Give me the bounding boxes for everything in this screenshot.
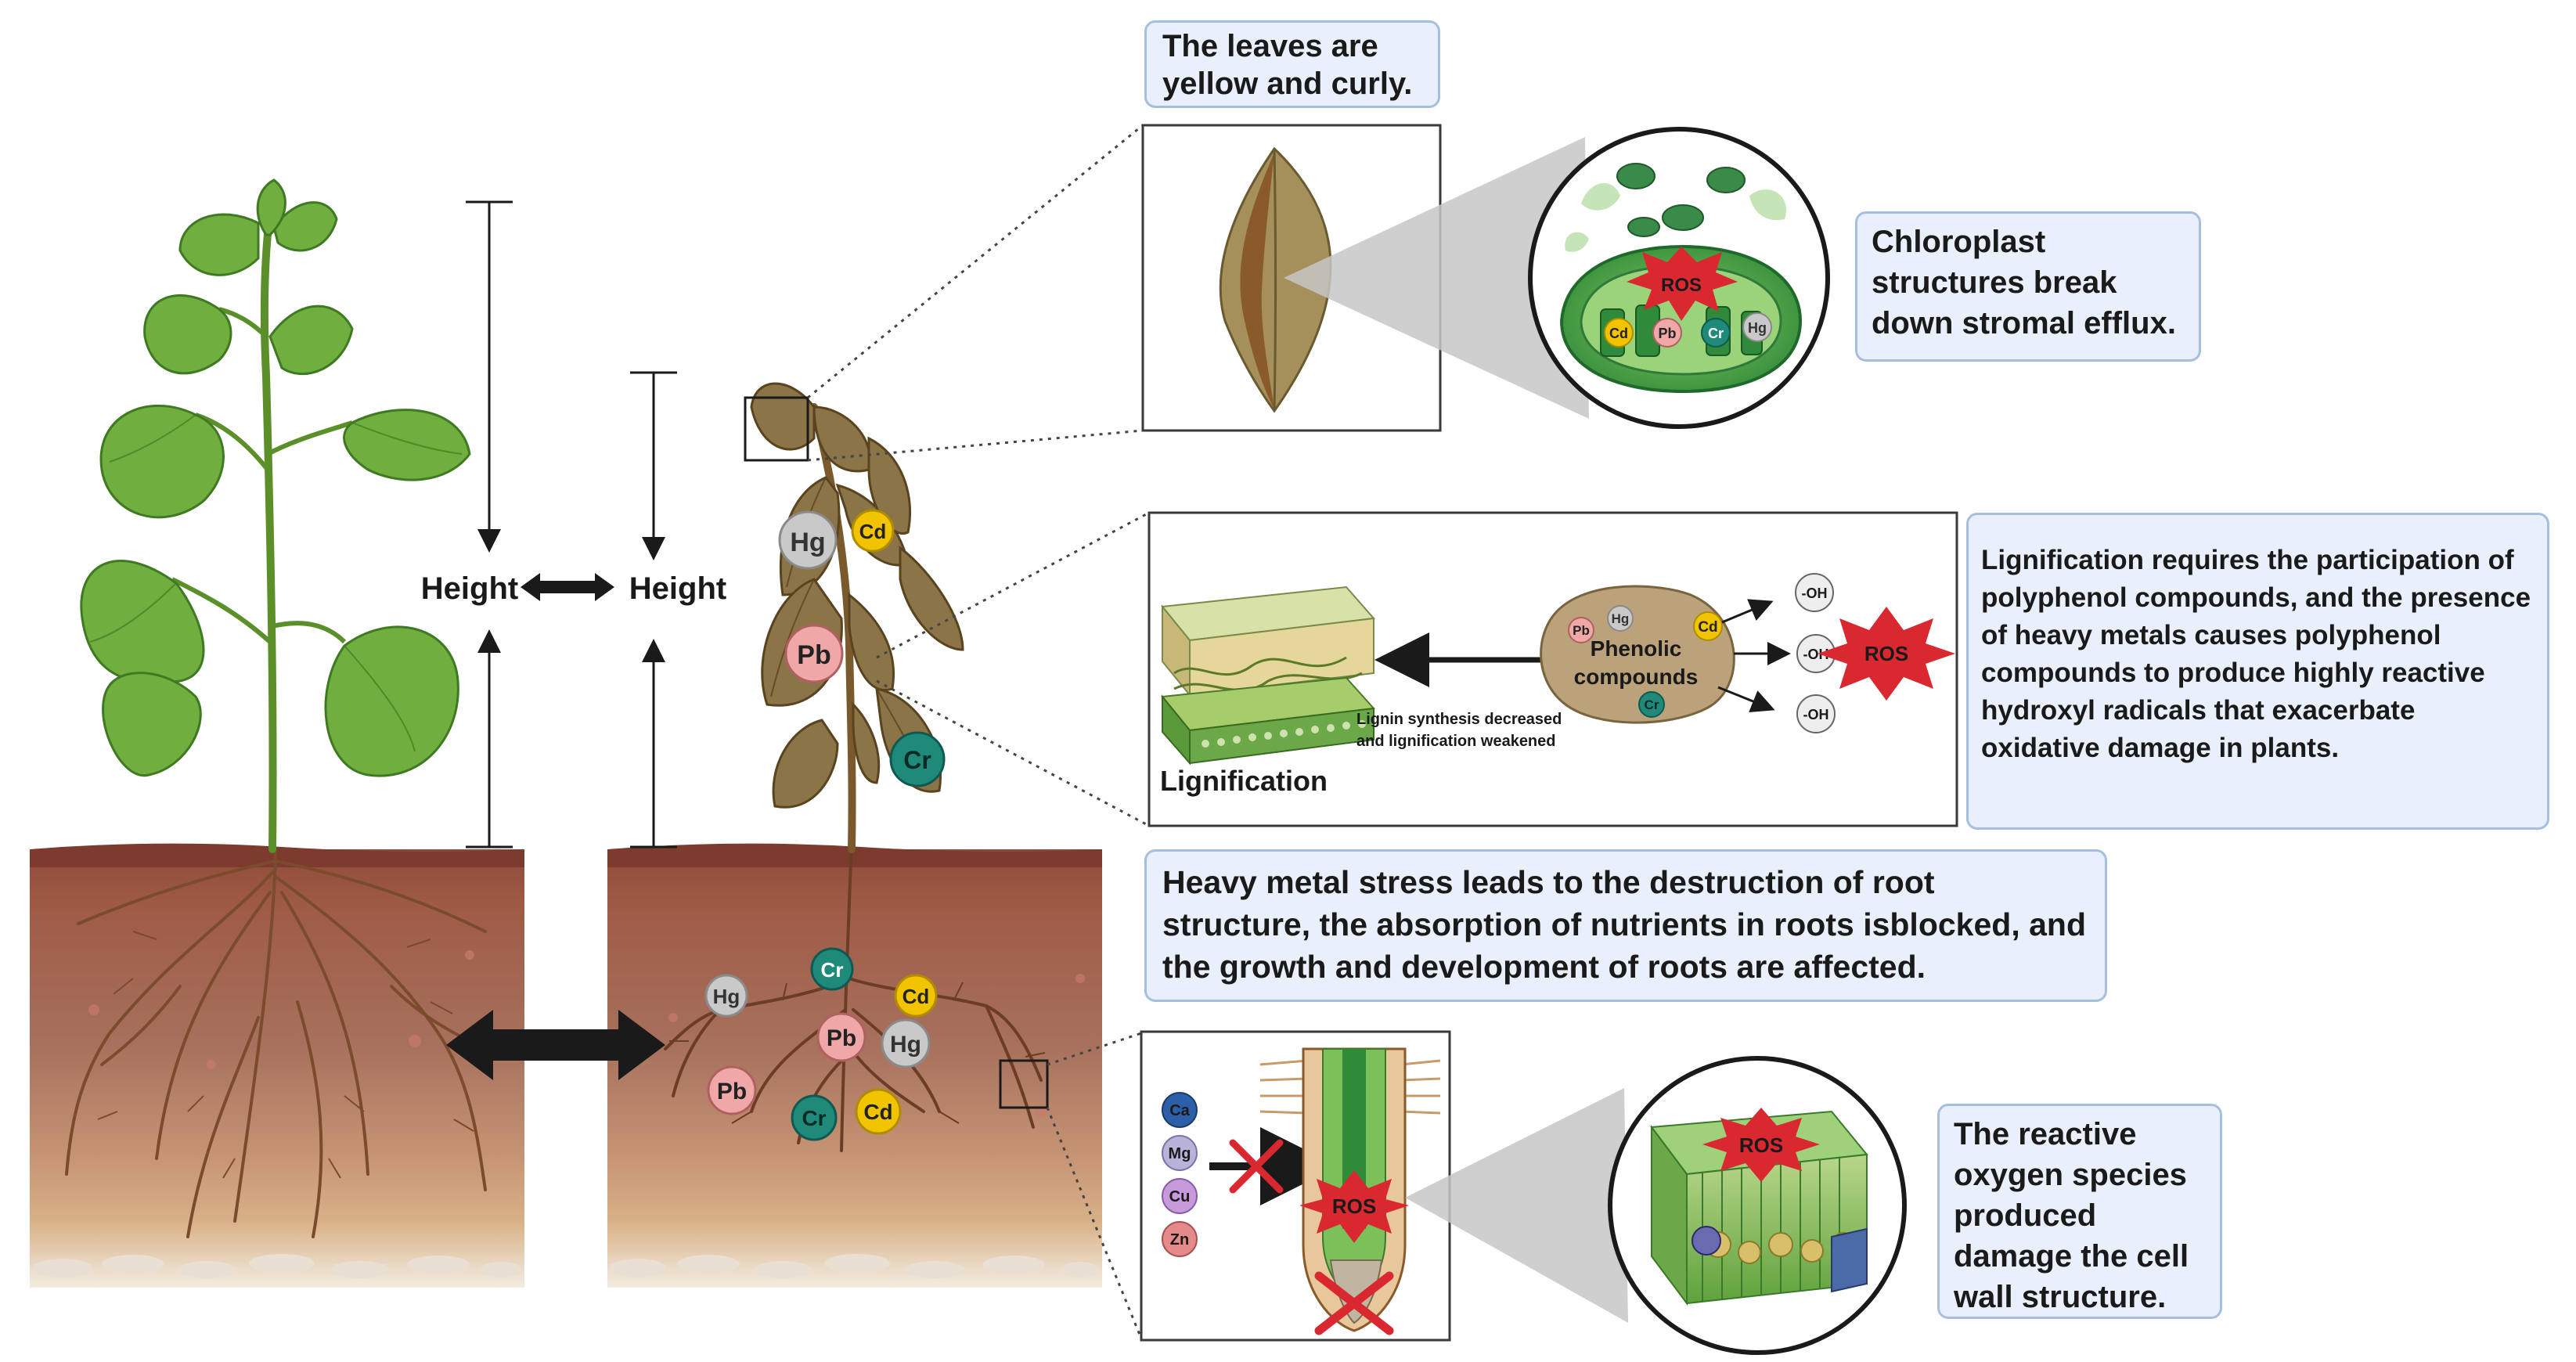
ros-burst-root — [1299, 1170, 1409, 1243]
metal-hg-badge: Hg — [778, 510, 838, 570]
height-measure-stressed — [630, 371, 677, 849]
metal-hg-label: Hg — [890, 1032, 921, 1058]
metal-cr-label: Cr — [1645, 697, 1659, 712]
nutrient-ca-label: Ca — [1169, 1102, 1190, 1119]
zoom-leader-lines — [807, 124, 1150, 1339]
oh-radical-1 — [1795, 573, 1834, 612]
metal-pb-badge: Pb — [816, 1012, 866, 1062]
root-zoom-cone — [1405, 1088, 1628, 1323]
lignin-caption-line2: and lignification weakened — [1356, 733, 1556, 750]
metal-cr-badge: Cr — [889, 731, 946, 787]
phenolic-compounds-blob: Phenolic compounds Pb Hg Cd Cr — [1540, 585, 1735, 724]
metal-badges-root: Cr Hg Cd Pb Hg Pb Cr Cd — [704, 947, 938, 1141]
callout-chloroplast: Chloroplast structures break down stroma… — [1855, 211, 2201, 362]
metal-pb-label: Pb — [717, 1079, 747, 1104]
metal-cr-label: Cr — [903, 746, 931, 774]
ros-burst-lignification — [1818, 607, 1955, 701]
nutrient-mg-label: Mg — [1169, 1145, 1191, 1162]
phenolic-label-line1: Phenolic — [1591, 636, 1682, 661]
metal-pb-label: Pb — [1658, 326, 1676, 341]
metal-pb-label: Pb — [827, 1025, 856, 1051]
soil-right — [607, 843, 1102, 1288]
metal-cd-label: Cd — [863, 1100, 892, 1124]
nutrient-badges: Ca Mg Cu Zn — [1162, 1092, 1198, 1257]
metal-hg-label: Hg — [1612, 611, 1630, 626]
metal-cr-badge: Cr — [791, 1094, 838, 1141]
metal-cr-badge: Cr — [810, 947, 854, 991]
nutrient-ca-badge — [1162, 1092, 1198, 1128]
metal-pb-badge: Pb — [707, 1065, 757, 1115]
callout-lignification: Lignification requires the participation… — [1966, 513, 2549, 830]
metal-cd-badge: Cd — [894, 974, 938, 1018]
callout-chloroplast-text: Chloroplast structures break down stroma… — [1872, 225, 2176, 340]
metal-hg-badge: Hg — [704, 974, 748, 1018]
zoom-source-root — [999, 1059, 1049, 1109]
metal-cd-label: Cd — [903, 985, 930, 1008]
callout-leaves-yellow-text: The leaves are yellow and curly. — [1162, 29, 1413, 101]
callout-leaves-yellow: The leaves are yellow and curly. — [1144, 20, 1440, 108]
zoom-source-leaf — [744, 396, 809, 462]
blocked-cross-2 — [1314, 1271, 1394, 1335]
metal-hg-badge: Hg — [881, 1018, 931, 1068]
healthy-plant — [65, 178, 487, 1238]
nutrient-mg-badge — [1162, 1135, 1198, 1171]
oh-label-2: -OH — [1803, 647, 1829, 662]
metal-hg-label: Hg — [713, 985, 740, 1008]
nutrient-cu-badge — [1162, 1178, 1198, 1214]
ros-burst-cellwall — [1702, 1108, 1820, 1182]
ros-label-root: ROS — [1332, 1194, 1376, 1218]
hydroxyl-radicals — [1717, 599, 1791, 712]
callout-root-structure-text: Heavy metal stress leads to the destruct… — [1162, 864, 2086, 985]
height-label-stressed: Height — [629, 571, 726, 606]
nutrient-zn-badge — [1162, 1221, 1198, 1257]
height-label-healthy: Height — [421, 571, 518, 606]
metal-hg-label: Hg — [790, 528, 825, 557]
metal-cd-badge: Cd — [851, 509, 895, 553]
callout-lignification-text: Lignification requires the participation… — [1981, 545, 2531, 763]
phenolic-label-line2: compounds — [1574, 665, 1699, 689]
compare-arrow-roots — [446, 1010, 665, 1080]
cellwall-zoom: ROS — [1608, 1056, 1907, 1355]
metal-cr-label: Cr — [802, 1106, 826, 1130]
ros-burst-chloroplast — [1627, 247, 1738, 321]
oh-label-1: -OH — [1802, 586, 1828, 601]
metal-hg-label: Hg — [1748, 320, 1767, 336]
lignified-tissue-illustration — [1161, 586, 1376, 766]
metal-cr-label: Cr — [1708, 326, 1724, 341]
lignin-caption-line1: Lignin synthesis decreased — [1356, 711, 1562, 728]
metal-cd-badge: Cd — [855, 1088, 902, 1135]
metal-cd-label: Cd — [1609, 326, 1628, 341]
metal-pb-badge: Pb — [784, 624, 844, 683]
ros-label-lignification: ROS — [1864, 642, 1908, 665]
metal-cd-label: Cd — [859, 520, 887, 543]
callout-cellwall: The reactive oxygen species produced dam… — [1937, 1104, 2222, 1319]
nutrient-cu-label: Cu — [1169, 1188, 1191, 1205]
soil-left — [30, 843, 524, 1288]
ros-label-chloroplast: ROS — [1661, 275, 1702, 296]
metal-cr-label: Cr — [821, 958, 844, 982]
metal-badges-shoot: Hg Cd Pb Cr — [778, 509, 946, 787]
ros-label-cellwall: ROS — [1739, 1133, 1783, 1157]
leaf-zoom-cone — [1284, 137, 1589, 419]
metal-cd-label: Cd — [1698, 619, 1717, 636]
nutrient-zn-label: Zn — [1170, 1231, 1189, 1248]
callout-cellwall-text: The reactive oxygen species produced dam… — [1954, 1117, 2189, 1314]
lignification-title: Lignification — [1160, 765, 1328, 797]
chloroplast-zoom: ROS Cd Pb Cr Hg — [1528, 127, 1830, 429]
yellow-leaf-illustration — [1219, 146, 1332, 413]
oh-radical-3 — [1796, 694, 1836, 733]
height-measure-healthy — [466, 200, 513, 849]
blocked-cross-1 — [1229, 1139, 1284, 1194]
callout-root-structure: Heavy metal stress leads to the destruct… — [1144, 849, 2107, 1002]
metal-pb-label: Pb — [1573, 623, 1590, 638]
compare-arrow-height — [521, 573, 614, 601]
oh-label-3: -OH — [1803, 707, 1829, 722]
metal-pb-label: Pb — [797, 640, 830, 670]
